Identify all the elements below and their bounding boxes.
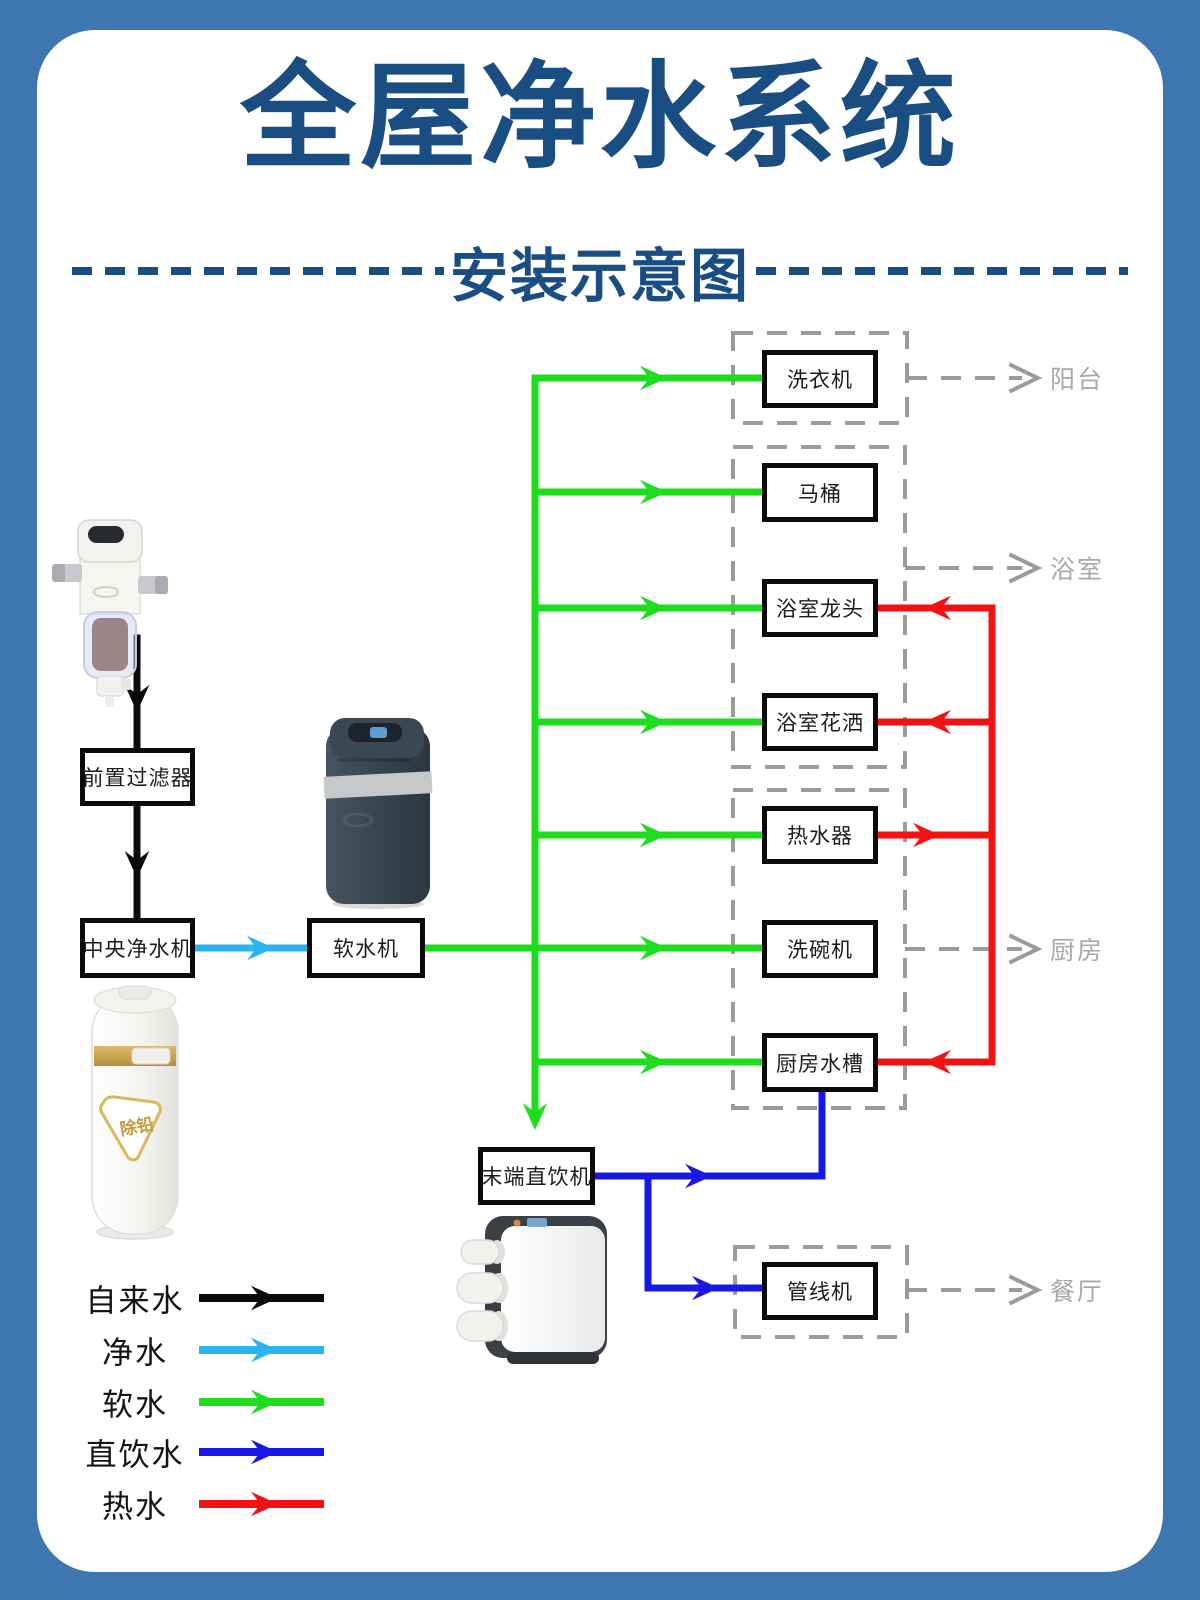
box-bath-faucet-label: 浴室龙头 xyxy=(776,598,864,621)
product-image-central-purifier: 除铅 xyxy=(91,985,179,1240)
legend-label-tap: 自来水 xyxy=(85,1283,185,1319)
box-bath-faucet: 浴室龙头 xyxy=(762,579,878,637)
box-central-purifier-label: 中央净水机 xyxy=(82,938,193,961)
box-softener: 软水机 xyxy=(307,918,425,978)
subtitle-row: 安装示意图 xyxy=(60,236,1140,309)
legend-arrows xyxy=(199,1285,324,1517)
zone-label-kitchen: 厨房 xyxy=(1050,937,1105,965)
product-image-terminal-purifier xyxy=(456,1216,607,1364)
box-dishwasher-label: 洗碗机 xyxy=(787,939,853,962)
box-softener-label: 软水机 xyxy=(333,938,399,961)
subtitle: 安装示意图 xyxy=(449,244,750,309)
product-image-pre-filter xyxy=(52,519,168,707)
legend-label-purified: 净水 xyxy=(102,1335,168,1371)
box-terminal-purifier: 末端直饮机 xyxy=(478,1147,595,1205)
zone-label-dining: 餐厅 xyxy=(1050,1278,1105,1306)
soft-water-pipes xyxy=(421,365,766,1130)
page-title: 全屋净水系统 xyxy=(240,52,960,182)
box-pipeline-machine: 管线机 xyxy=(762,1262,878,1320)
legend-label-hot: 热水 xyxy=(102,1489,168,1525)
subtitle-dash-right xyxy=(756,267,1128,275)
legend-label-soft: 软水 xyxy=(102,1387,168,1423)
box-pre-filter: 前置过滤器 xyxy=(80,748,195,806)
central-purifier-badge: 除铅 xyxy=(99,1095,162,1162)
product-image-softener xyxy=(323,718,433,909)
box-water-heater: 热水器 xyxy=(762,806,878,864)
box-pipeline-machine-label: 管线机 xyxy=(787,1281,853,1304)
zone-label-balcony: 阳台 xyxy=(1050,366,1105,394)
box-pre-filter-label: 前置过滤器 xyxy=(82,767,193,790)
box-bath-shower-label: 浴室花洒 xyxy=(776,712,864,735)
box-terminal-purifier-label: 末端直饮机 xyxy=(481,1166,592,1189)
box-washing-machine: 洗衣机 xyxy=(762,350,878,408)
subtitle-dash-left xyxy=(71,267,444,275)
box-dishwasher: 洗碗机 xyxy=(762,920,878,978)
zone-label-bathroom: 浴室 xyxy=(1050,556,1105,584)
box-bath-shower: 浴室花洒 xyxy=(762,693,878,751)
box-kitchen-sink-label: 厨房水槽 xyxy=(776,1052,864,1076)
box-kitchen-sink: 厨房水槽 xyxy=(762,1033,878,1092)
legend-label-drinking: 直饮水 xyxy=(85,1437,185,1473)
box-toilet-label: 马桶 xyxy=(798,482,842,506)
drinking-water-pipes xyxy=(591,1086,826,1301)
box-water-heater-label: 热水器 xyxy=(787,825,853,848)
box-washing-machine-label: 洗衣机 xyxy=(787,369,853,392)
box-central-purifier: 中央净水机 xyxy=(80,918,195,978)
hot-water-pipes xyxy=(874,595,996,1075)
box-toilet: 马桶 xyxy=(762,463,878,522)
